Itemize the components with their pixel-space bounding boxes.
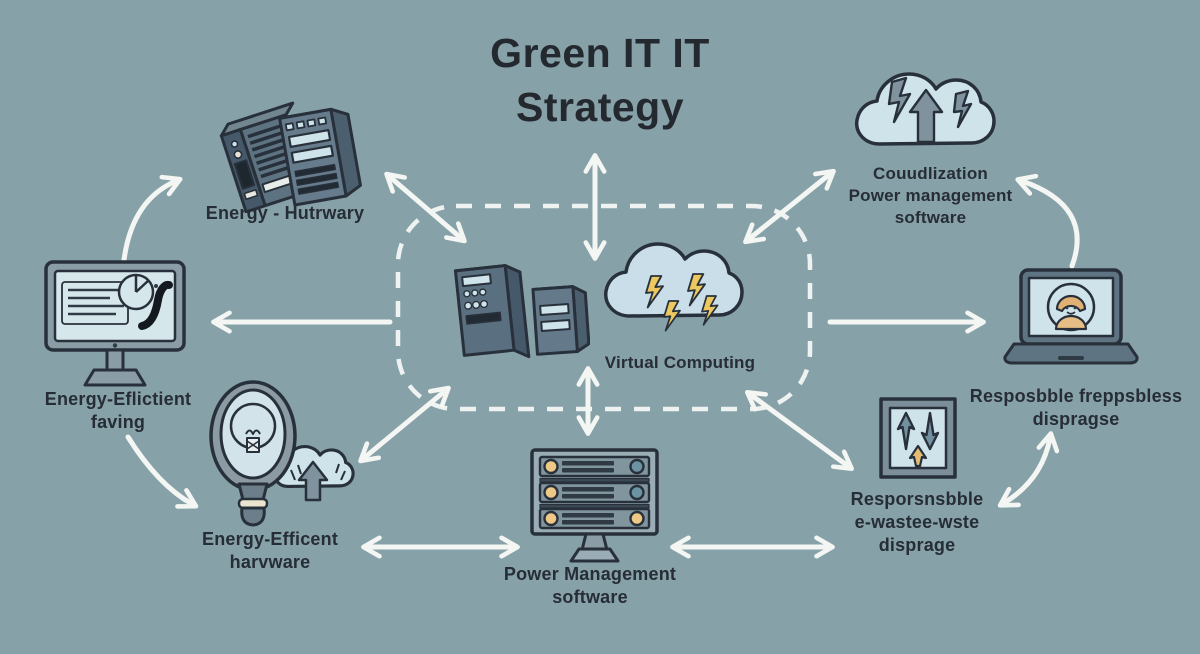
down-zigzag-arrow-glyph <box>952 89 973 129</box>
ewaste-disposal-label-line1: Resporsnsbble <box>850 489 984 509</box>
avatar-hair <box>1055 294 1087 313</box>
arrow-center-to-ewaste <box>744 389 855 472</box>
avatar-shoulders <box>1054 314 1088 331</box>
responsible-disposal-label: Resposbble freppsbless dispragse <box>962 385 1190 431</box>
ewaste-disposal-label-line3: disprage <box>878 535 956 555</box>
up-arrow-glyph <box>920 411 940 451</box>
cloud-power-label-line3: software <box>894 208 967 227</box>
lightning-bolt-glyph <box>645 275 664 309</box>
responsible-disposal-label-line1: Resposbble freppsbless <box>969 386 1183 406</box>
monitor-analytics-icon <box>44 260 186 387</box>
page-title: Green IT IT Strategy <box>380 26 820 134</box>
power-management-label-line2: software <box>552 587 628 607</box>
lightbulb-cloud-icon <box>209 380 355 527</box>
cloud-power-label: Couudlization Power management software <box>818 163 1043 229</box>
cloud-power-label-line2: Power management <box>848 186 1013 205</box>
energy-hardware-label-line1: Energy - Hutrwary <box>205 203 365 223</box>
arrow-servers-to-center <box>384 171 467 244</box>
energy-hardware-label: Energy - Hutrwary <box>185 202 385 225</box>
ewaste-disposal-label: Resporsnsbble e-wastee-wste disprage <box>817 488 1017 557</box>
responsible-disposal-label-line2: dispragse <box>1032 409 1120 429</box>
virtual-computing-label-line1: Virtual Computing <box>604 353 756 372</box>
page-title-line2: Strategy <box>515 84 685 130</box>
down-zigzag-arrow-glyph <box>887 76 912 124</box>
power-monitor-icon <box>530 448 659 563</box>
ewaste-recycle-icon <box>879 397 957 479</box>
lightning-bolt-glyph <box>701 295 719 326</box>
arrow-bulb-to-center <box>358 385 451 464</box>
efficient-hardware-label-line2: harvware <box>229 552 311 572</box>
power-management-label: Power Management software <box>490 563 690 609</box>
virtual-servers-icon <box>453 264 590 359</box>
up-arrow-yellow-glyph <box>908 444 928 468</box>
cloud-power-label-line1: Couudlization <box>873 164 988 183</box>
server-towers-icon <box>219 101 362 213</box>
lightning-bolt-glyph <box>663 300 681 332</box>
lightning-bolt-glyph <box>687 273 706 307</box>
up-arrow-glyph <box>297 460 329 502</box>
ewaste-disposal-label-line2: e-wastee-wste <box>854 512 980 532</box>
efficient-saving-label-line1: Energy-Eflictient <box>44 389 192 409</box>
page-title-line1: Green IT IT <box>490 30 710 76</box>
laptop-user-icon <box>1003 268 1139 365</box>
down-arrow-glyph <box>896 411 916 451</box>
power-management-label-line1: Power Management <box>503 564 677 584</box>
arrow-monitor-to-bulb-curve <box>125 434 199 509</box>
efficient-hardware-label: Energy-Efficent harvware <box>170 528 370 574</box>
efficient-hardware-label-line1: Energy-Efficent <box>201 529 339 549</box>
arrow-monitor-to-servers-curve <box>121 174 183 263</box>
virtual-computing-label: Virtual Computing <box>600 352 760 374</box>
efficient-saving-label-line2: faving <box>90 412 146 432</box>
up-arrow-glyph <box>908 88 944 144</box>
storm-cloud-icon <box>604 242 744 332</box>
efficient-saving-label: Energy-Eflictient faving <box>18 388 218 434</box>
cloud-sync-icon <box>855 72 996 146</box>
